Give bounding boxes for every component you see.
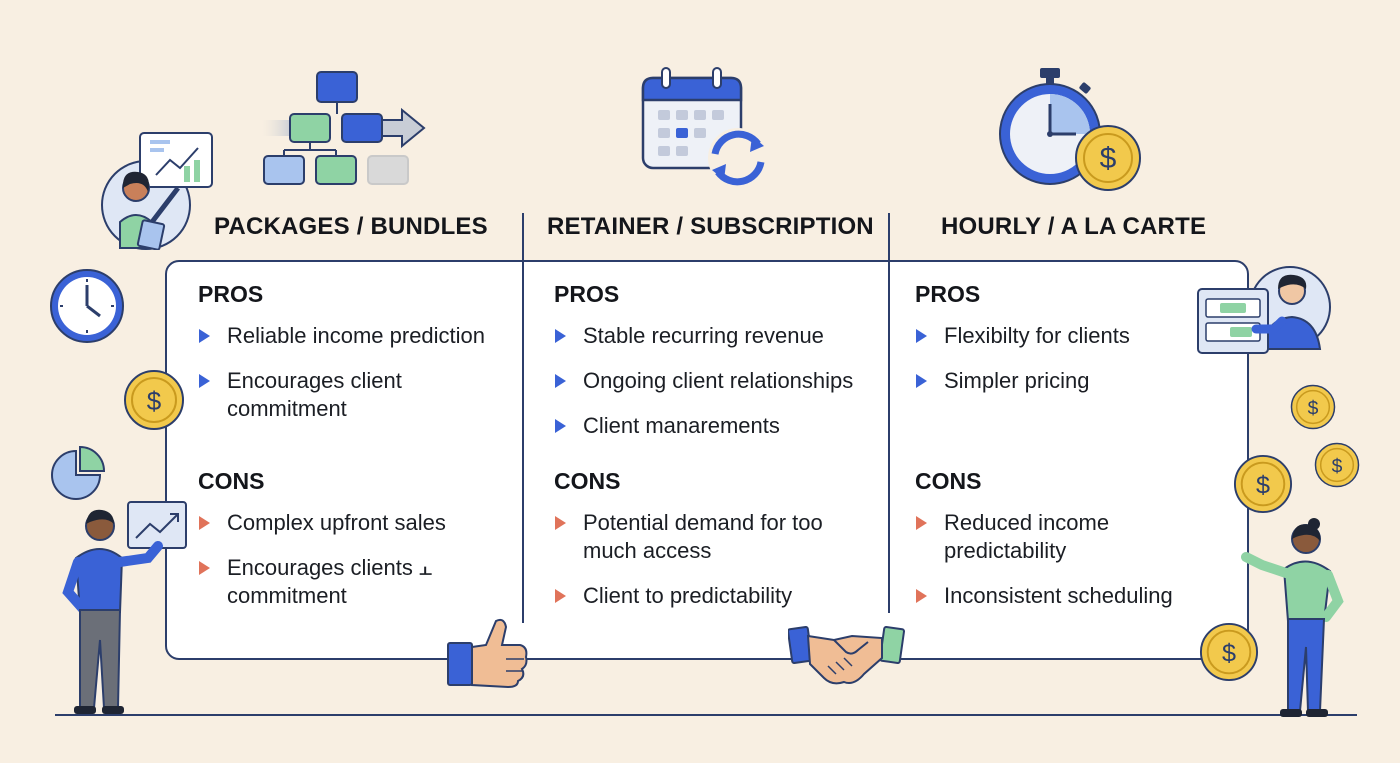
con-item: Reduced income predictability [944,510,1110,563]
column-divider-1 [522,213,524,623]
calendar-recurring-icon [640,66,775,196]
column-title-packages: PACKAGES / BUNDLES [214,213,488,240]
pro-bullet-icon [199,329,210,343]
column-title-hourly: HOURLY / A LA CARTE [941,213,1207,240]
con-bullet-icon [555,516,566,530]
pro-bullet-icon [916,329,927,343]
thumbs-up-icon [446,615,530,689]
pro-bullet-icon [555,329,566,343]
handshake-icon [788,622,906,690]
con-bullet-icon [916,516,927,530]
person-with-card-icon [1196,257,1336,357]
coin-icon: $ [1290,384,1336,430]
con-bullet-icon [199,561,210,575]
pros-label: PROS [915,281,981,307]
ground-line [55,714,1357,716]
svg-text:$: $ [1332,456,1343,477]
svg-text:$: $ [1100,142,1117,175]
pro-item: Stable recurring revenue [583,323,824,348]
svg-text:$: $ [1222,640,1236,668]
svg-text:$: $ [147,386,162,416]
person-standing-icon [1236,517,1346,719]
coin-icon: $ [1199,622,1259,682]
pro-item: Encourages client commitment [227,368,402,421]
pro-bullet-icon [555,419,566,433]
pie-chart-icon [50,445,106,501]
con-item: Potential demand for too much access [583,510,823,563]
pros-label: PROS [198,281,264,307]
cons-label: CONS [554,468,621,494]
pro-item: Reliable income prediction [227,323,486,348]
coin-icon: $ [1314,442,1360,488]
pro-bullet-icon [199,374,210,388]
person-presenting-icon [100,130,215,250]
pro-item: Simpler pricing [944,368,1090,393]
stopwatch-coin-icon: $ [998,66,1148,194]
pro-bullet-icon [916,374,927,388]
coin-icon: $ [123,369,185,431]
svg-text:$: $ [1256,472,1270,500]
con-item: Client to predictability [583,583,793,608]
cons-label: CONS [915,468,982,494]
pro-item: Flexibilty for clients [944,323,1130,348]
cons-label: CONS [198,468,265,494]
pro-item: Ongoing client relationships [583,368,854,393]
pro-item: Client manarements [583,413,780,438]
con-item: Encourages clients ⫠ commitment [227,555,433,608]
con-bullet-icon [555,589,566,603]
pro-bullet-icon [555,374,566,388]
con-bullet-icon [199,516,210,530]
con-item: Complex upfront sales [227,510,446,535]
svg-text:$: $ [1308,398,1319,419]
person-standing-icon [60,500,190,718]
pros-label: PROS [554,281,620,307]
con-item: Inconsistent scheduling [944,583,1173,608]
comparison-card [165,260,1249,660]
coin-icon: $ [1233,454,1293,514]
flowchart-icon [262,70,427,188]
column-title-retainer: RETAINER / SUBSCRIPTION [547,213,874,240]
clock-icon [48,267,126,345]
con-bullet-icon [916,589,927,603]
column-divider-2 [888,213,890,613]
